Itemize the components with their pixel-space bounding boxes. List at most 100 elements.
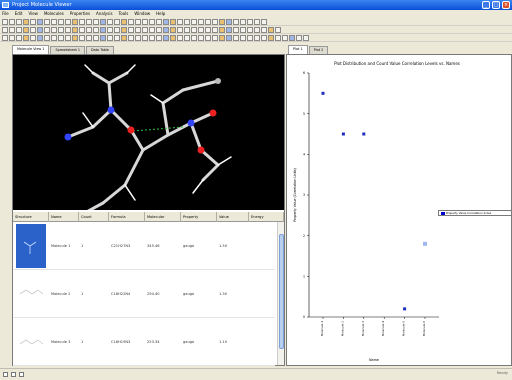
toolbar-button[interactable] bbox=[37, 26, 43, 33]
toolbar-button[interactable] bbox=[135, 26, 141, 33]
toolbar-button[interactable] bbox=[44, 26, 50, 33]
menu-properties[interactable]: Properties bbox=[69, 11, 91, 16]
table-row[interactable]: Molecule 2 1 C18H22N4 294.40 gauge 1.30 bbox=[13, 270, 275, 318]
toolbar-button[interactable] bbox=[233, 26, 239, 33]
close-button[interactable]: × bbox=[502, 1, 510, 9]
toolbar-button[interactable] bbox=[163, 34, 169, 41]
menu-tools[interactable]: Tools bbox=[118, 11, 129, 16]
menu-help[interactable]: Help bbox=[156, 11, 166, 16]
toolbar-button[interactable] bbox=[170, 34, 176, 41]
toolbar-button[interactable] bbox=[184, 26, 190, 33]
toolbar-button[interactable] bbox=[177, 18, 183, 25]
toolbar-button[interactable] bbox=[100, 26, 106, 33]
toolbar-button[interactable] bbox=[37, 18, 43, 25]
toolbar-button[interactable] bbox=[205, 26, 211, 33]
toolbar-button[interactable] bbox=[2, 26, 8, 33]
toolbar-button[interactable] bbox=[58, 18, 64, 25]
toolbar-button[interactable] bbox=[16, 34, 22, 41]
toolbar-button[interactable] bbox=[184, 34, 190, 41]
toolbar-button[interactable] bbox=[177, 34, 183, 41]
toolbar-button[interactable] bbox=[135, 18, 141, 25]
toolbar-button[interactable] bbox=[93, 26, 99, 33]
tab-data-table[interactable]: Data Table bbox=[86, 46, 114, 54]
toolbar-button[interactable] bbox=[114, 34, 120, 41]
toolbar-button[interactable] bbox=[219, 26, 225, 33]
toolbar-button[interactable] bbox=[247, 34, 253, 41]
toolbar-button[interactable] bbox=[51, 34, 57, 41]
toolbar-button[interactable] bbox=[268, 34, 274, 41]
toolbar-button[interactable] bbox=[65, 18, 71, 25]
table-row[interactable]: Molecule 1 1 C21H27N3 345.46 gauge 1.50 bbox=[13, 222, 275, 270]
toolbar-button[interactable] bbox=[30, 34, 36, 41]
toolbar-button[interactable] bbox=[23, 26, 29, 33]
toolbar-button[interactable] bbox=[93, 18, 99, 25]
col-molecular[interactable]: Molecular bbox=[145, 212, 181, 222]
status-button-1[interactable] bbox=[3, 372, 8, 377]
toolbar-button[interactable] bbox=[16, 26, 22, 33]
toolbar-button[interactable] bbox=[9, 26, 15, 33]
toolbar-button[interactable] bbox=[261, 34, 267, 41]
toolbar-button[interactable] bbox=[296, 34, 302, 41]
scatter-chart[interactable]: Plot Distribution and Count Value Correl… bbox=[287, 55, 512, 367]
toolbar-button[interactable] bbox=[107, 18, 113, 25]
menu-window[interactable]: Window bbox=[134, 11, 151, 16]
toolbar-button[interactable] bbox=[282, 34, 288, 41]
toolbar-button[interactable] bbox=[107, 26, 113, 33]
toolbar-button[interactable] bbox=[107, 34, 113, 41]
menu-view[interactable]: View bbox=[28, 11, 38, 16]
toolbar-button[interactable] bbox=[142, 18, 148, 25]
toolbar-button[interactable] bbox=[303, 34, 309, 41]
toolbar-button[interactable] bbox=[191, 34, 197, 41]
tab-plot-1[interactable]: Plot 1 bbox=[288, 45, 308, 54]
toolbar-button[interactable] bbox=[128, 18, 134, 25]
maximize-button[interactable]: □ bbox=[492, 1, 500, 9]
toolbar-button[interactable] bbox=[289, 34, 295, 41]
toolbar-button[interactable] bbox=[198, 26, 204, 33]
toolbar-button[interactable] bbox=[51, 18, 57, 25]
toolbar-button[interactable] bbox=[191, 18, 197, 25]
minimize-button[interactable]: _ bbox=[482, 1, 490, 9]
toolbar-button[interactable] bbox=[156, 26, 162, 33]
toolbar-button[interactable] bbox=[226, 18, 232, 25]
toolbar-button[interactable] bbox=[198, 18, 204, 25]
toolbar-button[interactable] bbox=[93, 34, 99, 41]
toolbar-button[interactable] bbox=[44, 18, 50, 25]
toolbar-button[interactable] bbox=[114, 18, 120, 25]
col-property[interactable]: Property bbox=[181, 212, 217, 222]
grid-scrollbar-thumb[interactable] bbox=[279, 234, 284, 349]
toolbar-button[interactable] bbox=[135, 34, 141, 41]
toolbar-button[interactable] bbox=[233, 34, 239, 41]
toolbar-button[interactable] bbox=[275, 26, 281, 33]
toolbar-button[interactable] bbox=[23, 18, 29, 25]
toolbar-button[interactable] bbox=[9, 34, 15, 41]
toolbar-button[interactable] bbox=[198, 34, 204, 41]
col-formula[interactable]: Formula bbox=[109, 212, 145, 222]
toolbar-button[interactable] bbox=[254, 26, 260, 33]
toolbar-button[interactable] bbox=[65, 34, 71, 41]
toolbar-button[interactable] bbox=[100, 18, 106, 25]
toolbar-button[interactable] bbox=[254, 34, 260, 41]
toolbar-button[interactable] bbox=[233, 18, 239, 25]
status-button-2[interactable] bbox=[11, 372, 16, 377]
toolbar-button[interactable] bbox=[142, 34, 148, 41]
toolbar-button[interactable] bbox=[170, 18, 176, 25]
toolbar-button[interactable] bbox=[58, 34, 64, 41]
menu-edit[interactable]: Edit bbox=[14, 11, 23, 16]
toolbar-button[interactable] bbox=[30, 18, 36, 25]
toolbar-button[interactable] bbox=[58, 26, 64, 33]
toolbar-button[interactable] bbox=[268, 26, 274, 33]
toolbar-button[interactable] bbox=[86, 18, 92, 25]
toolbar-button[interactable] bbox=[72, 18, 78, 25]
toolbar-button[interactable] bbox=[254, 18, 260, 25]
toolbar-button[interactable] bbox=[30, 26, 36, 33]
toolbar-button[interactable] bbox=[86, 26, 92, 33]
toolbar-button[interactable] bbox=[156, 34, 162, 41]
toolbar-button[interactable] bbox=[79, 34, 85, 41]
col-name[interactable]: Name bbox=[49, 212, 79, 222]
toolbar-button[interactable] bbox=[51, 26, 57, 33]
toolbar-button[interactable] bbox=[163, 18, 169, 25]
toolbar-button[interactable] bbox=[79, 18, 85, 25]
toolbar-button[interactable] bbox=[212, 18, 218, 25]
toolbar-button[interactable] bbox=[16, 18, 22, 25]
toolbar-button[interactable] bbox=[121, 34, 127, 41]
